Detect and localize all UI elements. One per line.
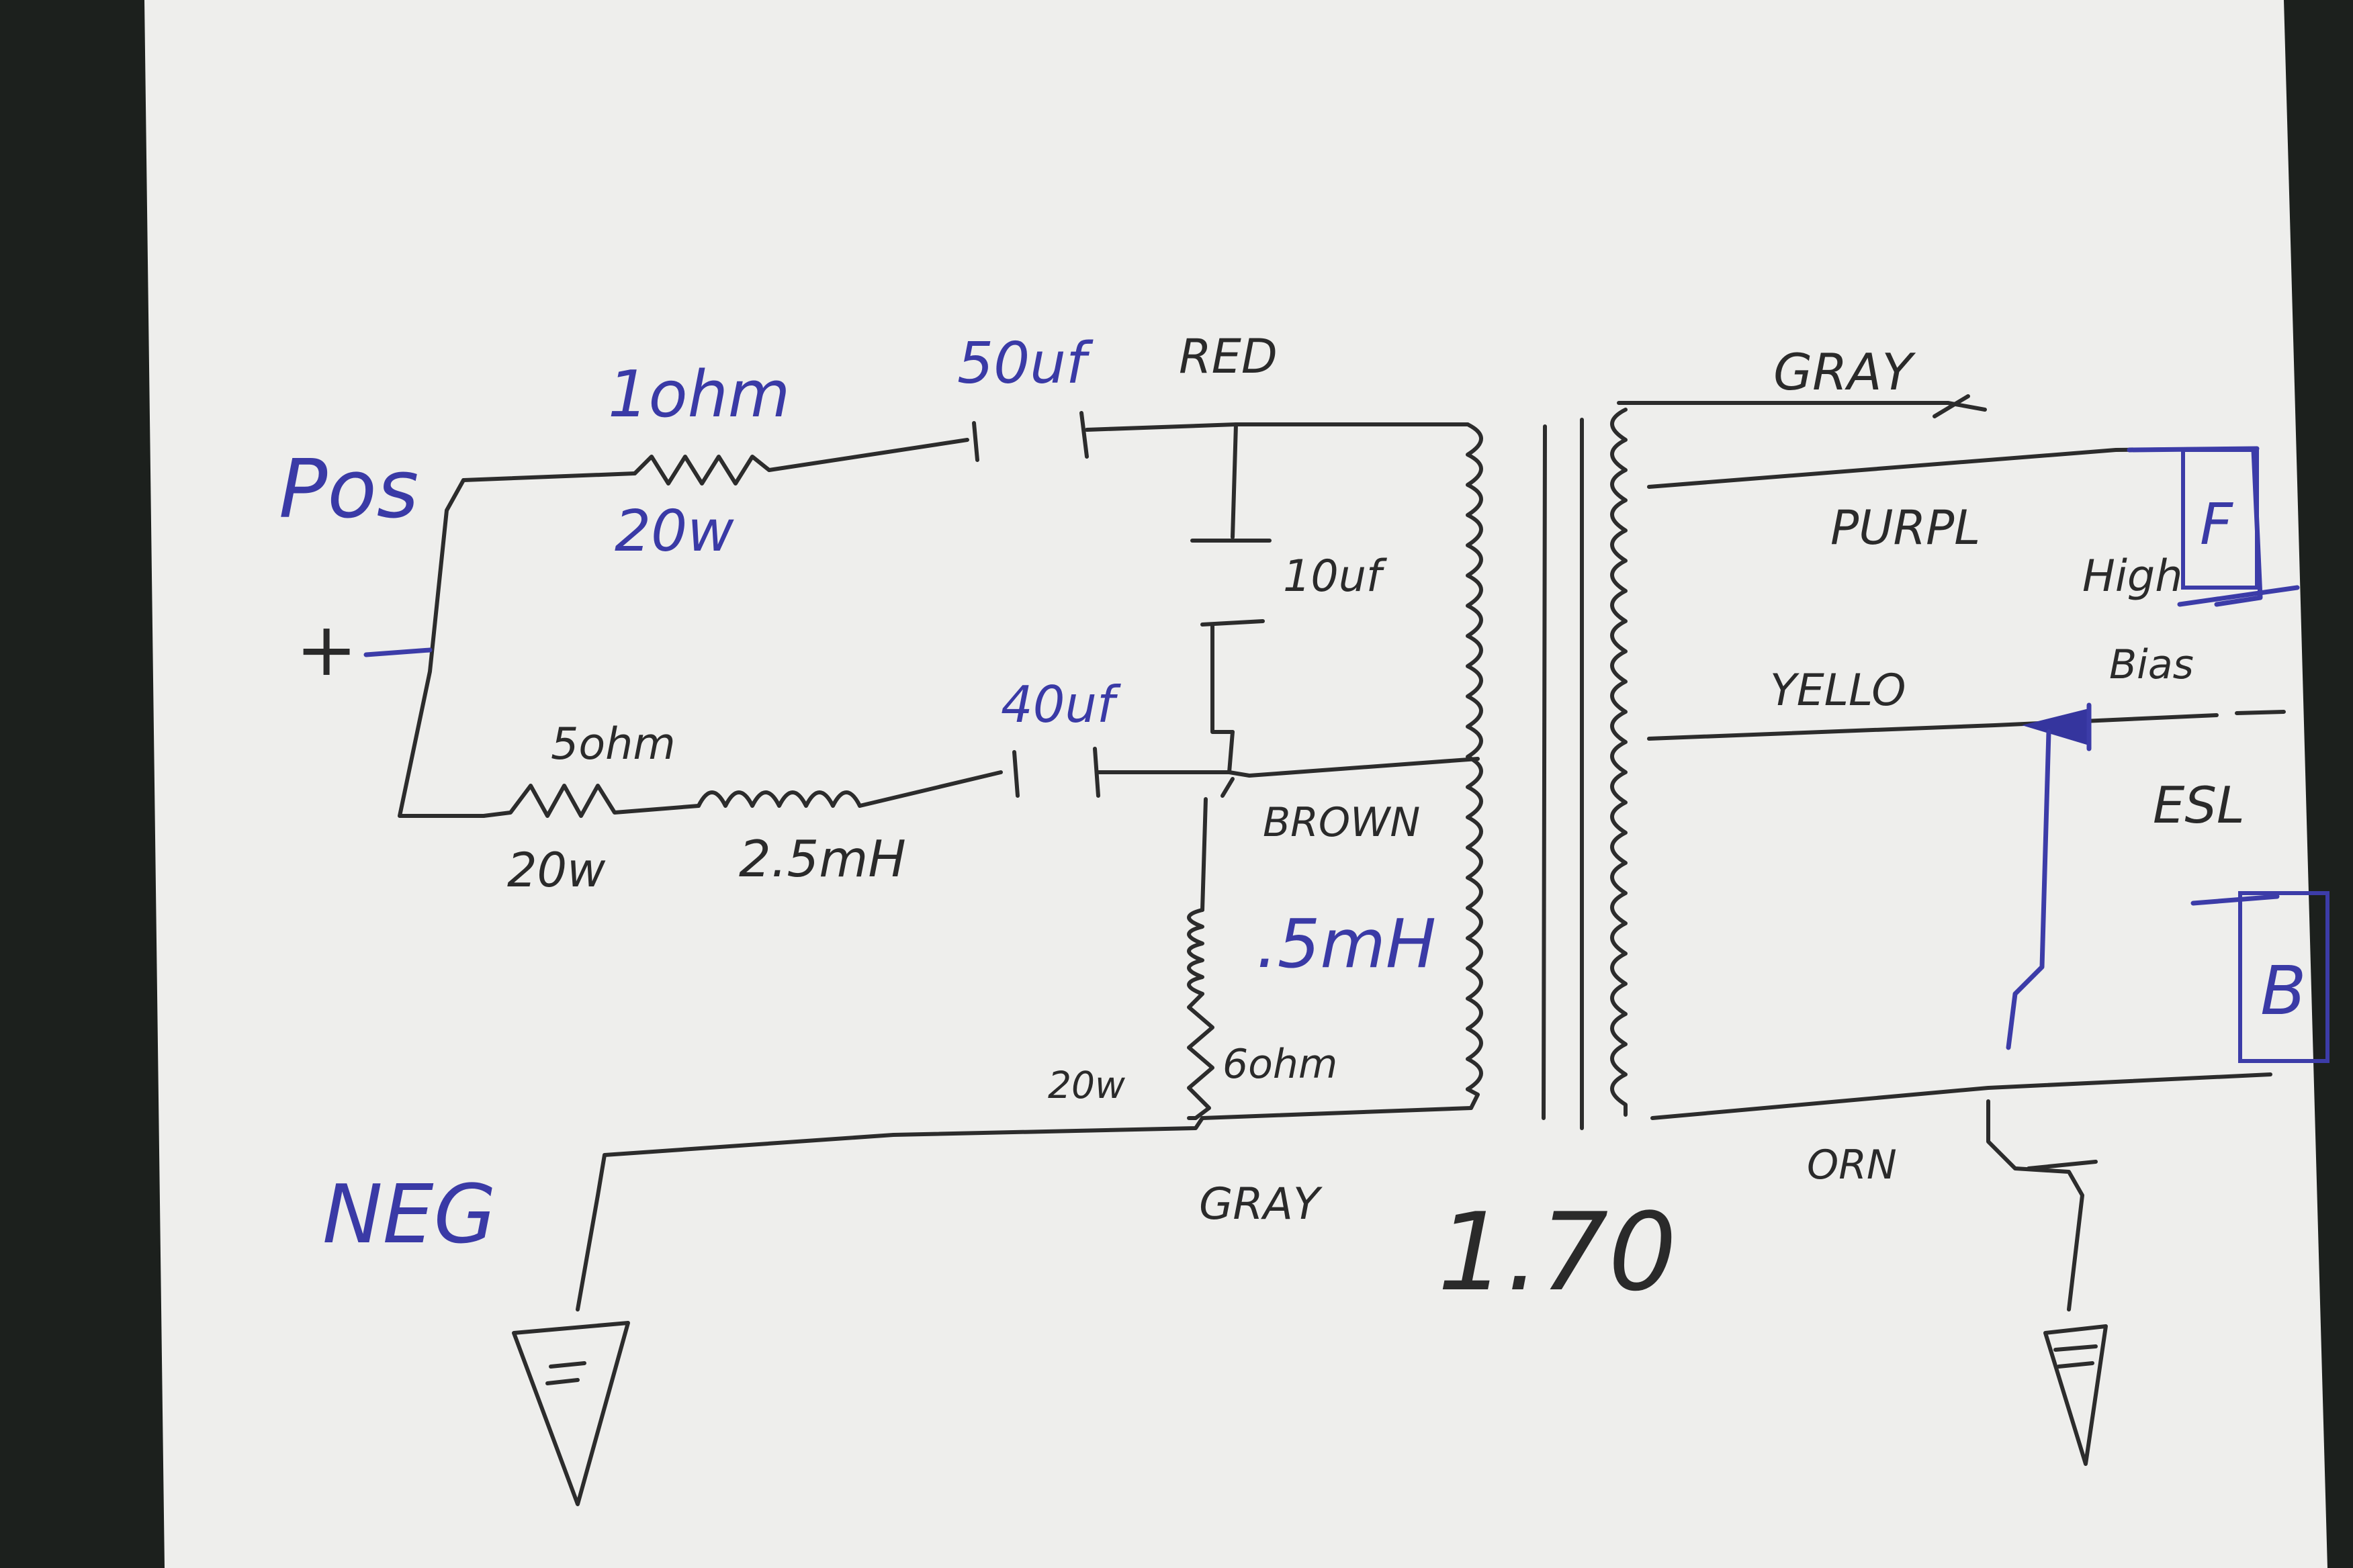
capacitor-40uf-value: 40uf	[1001, 675, 1121, 734]
panel-front-stator	[2181, 447, 2263, 607]
gray-wire-label-top: GRAY	[1773, 342, 1916, 402]
transformer-core	[1542, 418, 1584, 1130]
resistor-5ohm-value: 5ohm	[551, 719, 676, 770]
inductor-2.5mh-value: 2.5mH	[739, 829, 906, 888]
gray-wire-label-bottom: GRAY	[1199, 1179, 1323, 1230]
yellow-wire-label: YELLO	[1770, 665, 1906, 716]
orange-wire-label: ORN	[1807, 1142, 1897, 1189]
turns-ratio-label: 1.70	[1437, 1189, 1677, 1315]
panel-back-stator	[2190, 891, 2329, 1063]
red-wire-label: RED	[1179, 329, 1278, 384]
bias-label: Bias	[2109, 641, 2194, 688]
bias-ground-wiring	[1986, 1099, 2098, 1311]
ground-symbol-right	[2043, 1324, 2108, 1466]
pos-label: Pos	[279, 443, 418, 537]
resistor-1ohm-value: 1ohm	[608, 358, 790, 432]
high-label: High	[2082, 551, 2182, 602]
panel-back-label: B	[2260, 952, 2307, 1030]
capacitor-10uf	[1190, 422, 1272, 734]
paper-sheet	[144, 0, 2327, 1568]
transformer-primary-coil	[576, 422, 1483, 1311]
capacitor-50uf-value: 50uf	[957, 330, 1094, 397]
capacitor-40uf	[1012, 730, 1480, 798]
inductor-0.5mh-value: .5mH	[1256, 905, 1436, 983]
resistor-5ohm-wattage: 20w	[507, 843, 606, 898]
input-wiring	[363, 478, 486, 818]
inductor-0.5mh-and-resistor-6ohm	[1187, 797, 1214, 1120]
panel-front-label: F	[2200, 492, 2233, 558]
resistor-1ohm	[461, 438, 969, 486]
resistor-5ohm-and-inductor-2.5mh	[482, 770, 1003, 818]
brown-wire-label: BROWN	[1263, 799, 1420, 846]
bias-diode	[2006, 702, 2092, 1050]
neg-label: NEG	[322, 1168, 496, 1262]
ground-symbol-left	[512, 1321, 630, 1506]
transformer-secondary-coil	[1610, 408, 1628, 1117]
resistor-6ohm-value: 6ohm	[1223, 1041, 1337, 1088]
esl-label: ESL	[2153, 776, 2245, 835]
resistor-6ohm-wattage: 20w	[1048, 1064, 1126, 1107]
capacitor-10uf-value: 10uf	[1283, 551, 1388, 602]
resistor-1ohm-wattage: 20w	[615, 498, 734, 565]
plus-sign: +	[296, 606, 357, 692]
purple-wire-label: PURPL	[1830, 500, 1980, 555]
